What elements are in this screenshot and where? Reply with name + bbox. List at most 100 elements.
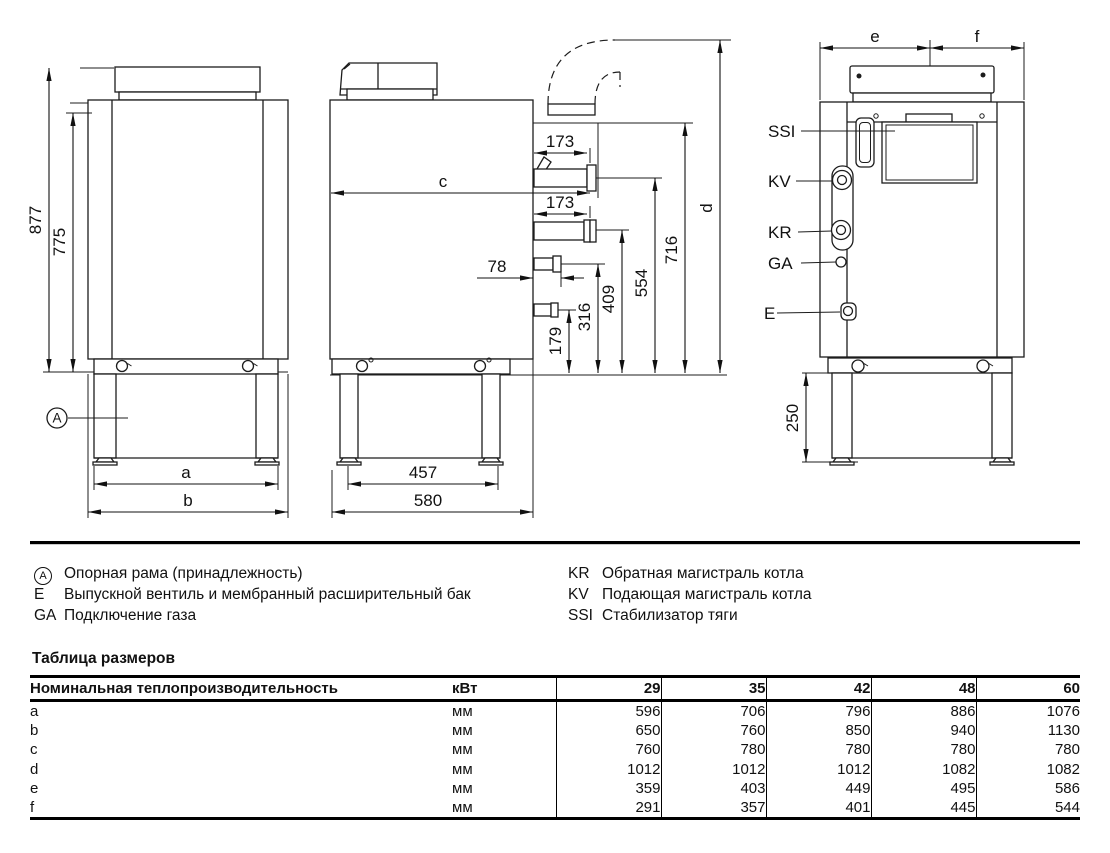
table-cell: 1012 [555, 759, 661, 779]
frame-callout: A [46, 407, 128, 429]
legend-item-key: SSI [568, 607, 593, 624]
ga-connection [835, 256, 847, 268]
dim-409-label: 409 [599, 285, 618, 313]
table-cell: 1076 [975, 700, 1080, 722]
circled-a-symbol: A [34, 567, 52, 585]
legend-column-left: A Опорная рама (принадлежность) E Выпуск… [34, 563, 554, 626]
dim-877-label: 877 [26, 206, 45, 234]
dim-173-bottom-label: 173 [546, 193, 574, 212]
table-cell: 596 [555, 700, 661, 722]
dim-716: 716 [662, 123, 688, 373]
support-frame-front [92, 358, 280, 466]
table-cell: 359 [555, 778, 661, 798]
dim-173-top: 173 [534, 132, 591, 163]
table-cell: 850 [765, 721, 871, 741]
connections-rear [830, 165, 857, 321]
legend-item-gas: GA Подключение газа [34, 605, 554, 626]
table-cell: 780 [870, 740, 976, 760]
row-unit: мм [452, 779, 473, 797]
header-power-48: 48 [870, 676, 976, 702]
table-cell: 403 [660, 778, 766, 798]
flue-outlet [533, 39, 731, 198]
table-row-a: a мм 596 706 796 886 1076 [30, 700, 1080, 722]
dim-179: 179 [546, 309, 576, 373]
label-kr: KR [768, 223, 792, 242]
row-dim: c [30, 741, 38, 759]
boiler-body-front [70, 99, 289, 360]
label-kv: KV [768, 172, 791, 191]
table-cell: 886 [870, 700, 976, 722]
dim-179-label: 179 [546, 327, 565, 355]
dim-a-label: a [181, 463, 191, 482]
dim-554-label: 554 [632, 269, 651, 297]
header-power-29: 29 [555, 676, 661, 702]
dim-580: 580 [331, 359, 534, 518]
header-unit-kw: кВт [452, 676, 556, 702]
dimension-table: Номинальная теплопроизводительность кВт … [30, 675, 1080, 821]
dim-f-label: f [975, 27, 980, 46]
dim-716-label: 716 [662, 236, 681, 264]
table-cell: 780 [975, 740, 1080, 760]
dim-457-label: 457 [409, 463, 437, 482]
dim-d-label: d [697, 203, 716, 212]
support-frame-rear [827, 357, 1015, 466]
legend-item-stabilizer: SSI Стабилизатор тяги [568, 605, 1068, 626]
dim-78-label: 78 [488, 257, 507, 276]
label-ssi: SSI [768, 122, 795, 141]
e-drain-pipe [533, 302, 559, 318]
table-cell: 760 [660, 721, 766, 741]
table-cell: 650 [555, 721, 661, 741]
row-dim: f [30, 799, 35, 817]
legend-item-text: Выпускной вентиль и мембранный расширите… [64, 586, 471, 603]
dim-b-label: b [183, 491, 192, 510]
table-cell: 760 [555, 740, 661, 760]
table-header-row: Номинальная теплопроизводительность кВт … [30, 676, 1080, 702]
boiler-top-cap [114, 66, 261, 101]
label-ga: GA [768, 254, 793, 273]
support-frame-side [331, 357, 511, 466]
row-unit: мм [452, 722, 473, 740]
legend-item-text: Обратная магистраль котла [602, 565, 804, 582]
connection-labels: SSI KV KR GA E [764, 122, 895, 323]
dim-f: f [930, 27, 1024, 51]
legend-item-key: KV [568, 586, 589, 603]
table-cell: 1130 [975, 721, 1080, 741]
legend-item-key: E [34, 586, 45, 603]
legend-item-return: KR Обратная магистраль котла [568, 563, 1068, 584]
table-row-c: c мм 760 780 780 780 780 [30, 740, 1080, 760]
header-power-42: 42 [765, 676, 871, 702]
table-cell: 495 [870, 778, 976, 798]
dim-78: 78 [477, 257, 584, 287]
table-cell: 586 [975, 778, 1080, 798]
dim-250: 250 [783, 372, 858, 463]
kr-connection [830, 219, 852, 241]
dim-173-bottom: 173 [534, 193, 591, 218]
label-e: E [764, 304, 775, 323]
dim-409: 409 [596, 229, 629, 373]
table-cell: 291 [555, 797, 661, 819]
dim-a: a [93, 463, 279, 490]
dim-457: 457 [347, 463, 499, 490]
legend-item-flow: KV Подающая магистраль котла [568, 584, 1068, 605]
table-cell: 357 [660, 797, 766, 819]
side-view: c 173 173 78 179 316 [329, 39, 731, 518]
row-dim: e [30, 779, 39, 797]
table-cell: 796 [765, 700, 871, 722]
section-divider [30, 541, 1080, 545]
row-dim: d [30, 760, 39, 778]
row-unit: мм [452, 741, 473, 759]
dim-c: c [331, 172, 590, 196]
dim-b: b [87, 374, 289, 518]
dim-775: 775 [50, 112, 92, 372]
row-unit: мм [452, 760, 473, 778]
draft-stabilizer [855, 113, 978, 184]
dimension-table-section: Таблица размеров Номинальная теплопроизв… [30, 650, 1080, 821]
table-cell: 780 [765, 740, 871, 760]
table-cell: 445 [870, 797, 976, 819]
table-cell: 449 [765, 778, 871, 798]
row-unit: мм [452, 703, 473, 721]
dim-173-top-label: 173 [546, 132, 574, 151]
dim-580-label: 580 [414, 491, 442, 510]
legend-item-text: Подающая магистраль котла [602, 586, 812, 603]
front-view: A 877 775 a b [26, 66, 289, 518]
